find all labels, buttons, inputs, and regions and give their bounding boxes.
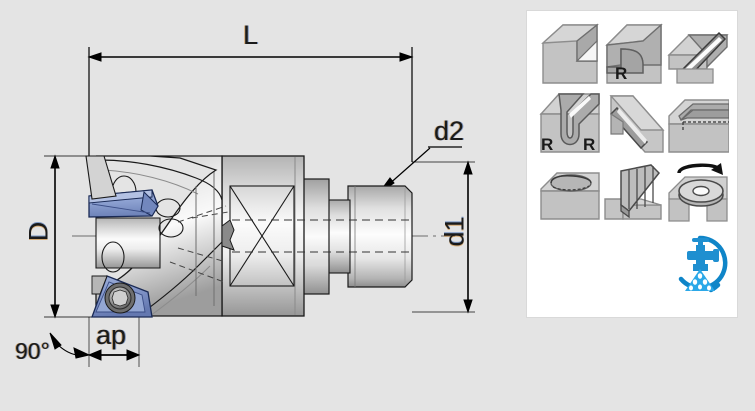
coolant-nozzle — [221, 219, 235, 251]
internal-coolant-bore — [232, 219, 412, 253]
shoulder-milling-icon[interactable] — [539, 21, 601, 87]
shank-neck — [327, 199, 351, 274]
cutter-drawing-svg — [44, 47, 475, 367]
threaded-shank — [347, 185, 413, 288]
pocket-milling-icon[interactable] — [539, 159, 601, 225]
dimension-L — [87, 47, 414, 162]
dimension-D — [44, 154, 100, 319]
corner-radius-icon[interactable]: R — [603, 21, 665, 87]
dimension-angle-90 — [49, 332, 91, 359]
radius-slot-milling-icon[interactable]: R R — [539, 90, 601, 156]
dimension-label-L: L — [243, 20, 259, 50]
dimension-d1 — [412, 160, 475, 314]
dimension-label-d1: d1 — [439, 216, 470, 247]
plunge-milling-icon[interactable] — [603, 159, 665, 225]
face-milling-icon[interactable] — [667, 90, 729, 156]
shank-collar — [301, 178, 330, 295]
internal-coolant-icon[interactable] — [669, 233, 731, 299]
technical-drawing: L D d1 d2 ap 90° — [15, 20, 475, 367]
cutter-body-cylinder — [221, 155, 305, 317]
dimension-label-ap: ap — [96, 320, 127, 350]
slot-milling-icon[interactable] — [667, 21, 729, 87]
dimension-label-D: D — [23, 221, 54, 242]
insert-clamping-screw — [104, 282, 136, 314]
dimension-ap — [87, 317, 141, 367]
svg-text:R: R — [541, 135, 553, 154]
dimension-label-d2: d2 — [434, 116, 465, 146]
corner-radius-label: R — [615, 64, 627, 83]
circular-interpolation-icon[interactable] — [667, 159, 729, 225]
svg-text:R: R — [583, 135, 595, 154]
dimension-label-angle: 90° — [15, 338, 50, 364]
ramping-icon[interactable] — [603, 90, 665, 156]
operation-icon-grid: R — [539, 21, 729, 225]
carbide-insert-bottom — [91, 275, 153, 318]
carbide-insert-top — [85, 155, 159, 218]
machining-operations-panel: R — [526, 10, 738, 318]
cutter-head — [95, 155, 235, 317]
